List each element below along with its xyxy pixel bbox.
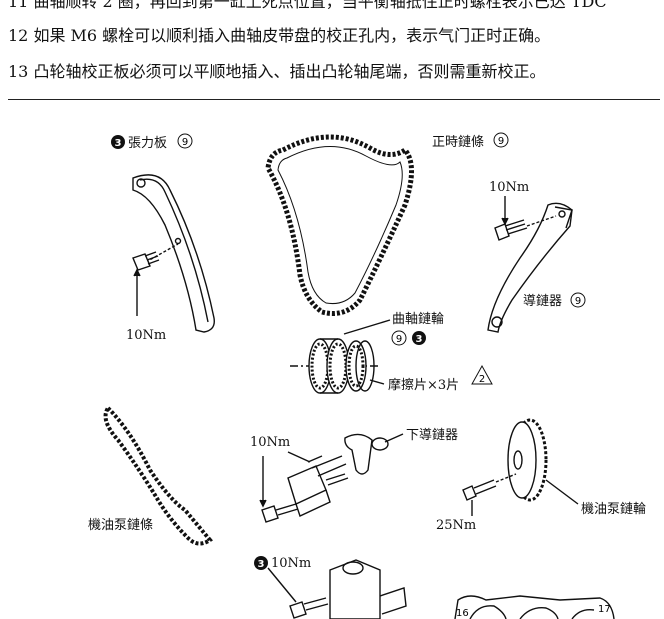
instruction-line-13: 13 凸轮轴校正板必须可以平顺地插入、插出凸轮轴尾端，否则需重新校正。	[8, 62, 546, 81]
label-lower-guide: 下導鏈器	[406, 428, 458, 443]
step-badge-tensioner	[111, 135, 125, 149]
tensioner-bolt-drawing	[132, 243, 179, 316]
instruction-line-11: 11 曲轴顺转 2 圈，再回到第一缸上死点位置，当平衡轴抵住正时螺栓表示已达 T…	[8, 0, 607, 11]
label-tensioner-num: 9	[182, 137, 188, 148]
label-timing-chain: 正時鏈條	[432, 135, 484, 150]
step-badge-crank	[412, 331, 426, 345]
label-chain-guide-num: 9	[575, 296, 581, 307]
oil-pump-chain-drawing	[103, 404, 213, 546]
ref-circle-crank	[391, 330, 407, 346]
label-torque-lower-guide: 10Nm	[250, 435, 290, 450]
label-friction-num: 2	[479, 374, 485, 385]
step-badge-bottom-text: 3	[258, 559, 265, 570]
label-marker-17: 17	[598, 604, 611, 615]
oil-pump-sprocket-drawing	[462, 418, 579, 516]
label-torque-bottom: 10Nm	[271, 556, 311, 571]
instruction-line-12: 12 如果 M6 螺栓可以顺利插入曲轴皮带盘的校正孔内，表示气门正时正确。	[8, 26, 551, 45]
label-torque-tensioner: 10Nm	[126, 328, 166, 343]
bottom-bracket-drawing	[267, 559, 407, 619]
label-torque-guide: 10Nm	[489, 180, 529, 195]
timing-chain-drawing	[265, 134, 414, 316]
label-torque-pump-sprocket: 25Nm	[436, 518, 476, 533]
label-crank-num: 9	[396, 334, 402, 345]
label-oil-pump-sprocket: 機油泵鏈輪	[581, 501, 646, 517]
step-badge-crank-text: 3	[416, 334, 423, 345]
step-badge-tensioner-text: 3	[115, 138, 122, 149]
step-markers: 3 3 3	[111, 135, 426, 570]
label-friction-washer: 摩擦片×3片	[388, 377, 459, 393]
crank-sprocket-drawing	[290, 319, 391, 394]
bottom-cover-drawing	[454, 595, 615, 619]
ref-circle-chain-guide	[570, 292, 586, 308]
label-crank-sprocket: 曲軸鏈輪	[392, 311, 444, 327]
tensioner-plate-drawing	[132, 174, 215, 333]
step-badge-bottom	[254, 556, 268, 570]
label-timing-chain-num: 9	[498, 136, 504, 147]
chain-guide-bolt-drawing	[494, 196, 557, 241]
label-tensioner: 張力板	[128, 136, 167, 151]
ref-triangle-friction	[471, 364, 493, 385]
lower-guide-drawing	[259, 433, 404, 523]
label-chain-guide: 導鏈器	[523, 294, 562, 309]
label-marker-16: 16	[456, 608, 469, 619]
section-divider	[8, 99, 660, 100]
ref-circle-timing-chain	[493, 132, 509, 148]
label-oil-pump-chain: 機油泵鏈條	[88, 518, 153, 533]
ref-circle-tensioner	[177, 133, 193, 149]
chain-guide-drawing	[487, 202, 573, 333]
